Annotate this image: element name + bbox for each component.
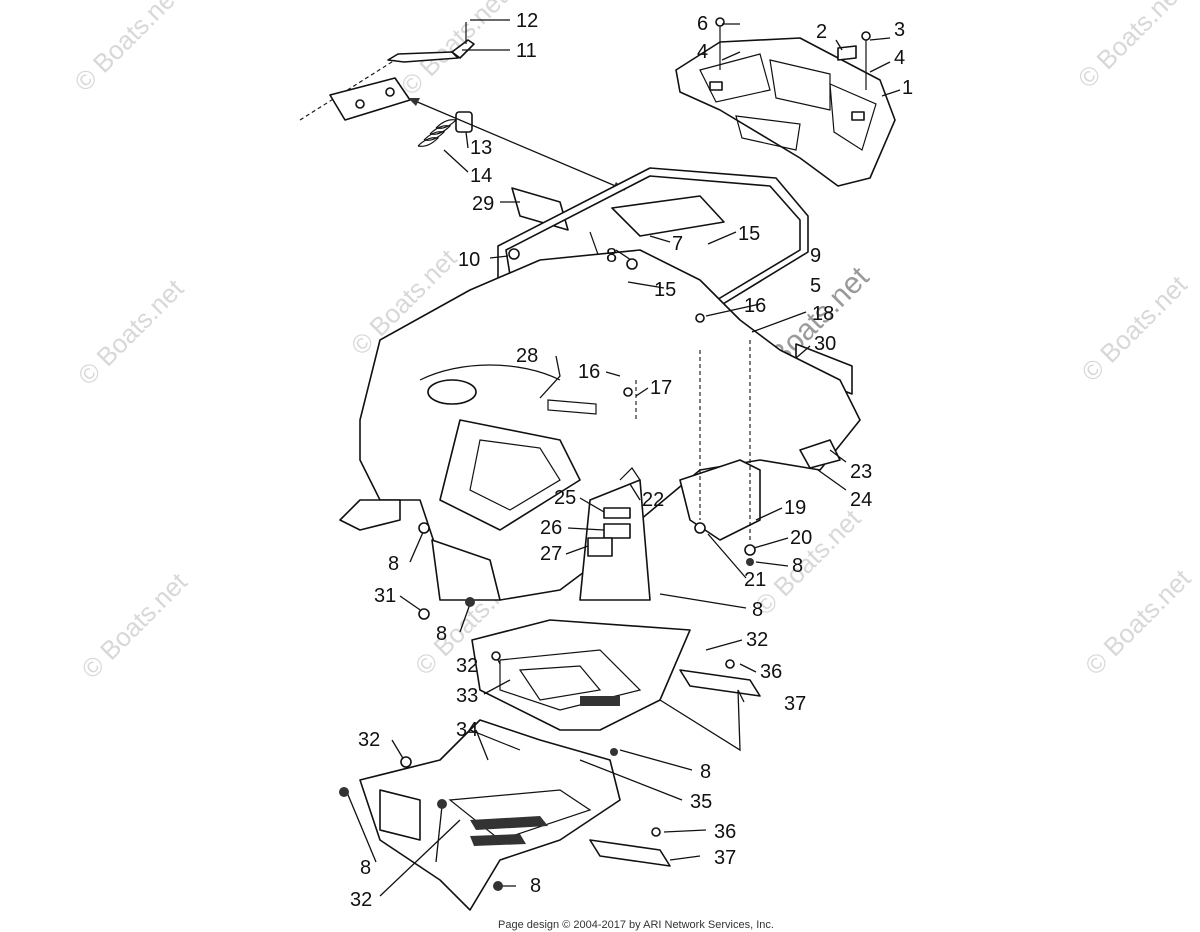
callout-31: 31 <box>374 585 396 607</box>
upper-footwell-part <box>471 619 691 731</box>
latch-pin-part <box>299 22 475 121</box>
spring-part <box>417 111 473 147</box>
callout-25: 25 <box>554 487 576 509</box>
callout-8-right-mid: 8 <box>752 599 763 621</box>
callout-34: 34 <box>456 719 478 741</box>
callout-32-right-upper: 32 <box>746 629 768 651</box>
callout-4-left: 4 <box>697 41 708 63</box>
callout-37-lower: 37 <box>714 847 736 869</box>
callout-22: 22 <box>642 489 664 511</box>
watermark-text: © Boats.net <box>72 273 190 391</box>
arrow-head <box>408 98 420 106</box>
callout-12: 12 <box>516 10 538 32</box>
callout-36-lower: 36 <box>714 821 736 843</box>
callout-32-left-upper: 32 <box>456 655 478 677</box>
callout-26: 26 <box>540 517 562 539</box>
callout-32-left-lower: 32 <box>358 729 380 751</box>
watermark-text: © Boats.net <box>1079 563 1197 681</box>
callout-23: 23 <box>850 461 872 483</box>
watermark-text: © Boats.net <box>75 566 193 684</box>
callout-16-right: 16 <box>744 295 766 317</box>
callout-13: 13 <box>470 137 492 159</box>
callout-8-right-upper: 8 <box>792 555 803 577</box>
watermark-text: © Boats.net <box>68 0 186 97</box>
callout-17: 17 <box>650 377 672 399</box>
watermark-text: © Boats.net <box>749 503 867 621</box>
callout-1: 1 <box>902 77 913 99</box>
callout-28: 28 <box>516 345 538 367</box>
hardware-dots <box>339 248 756 891</box>
callout-29: 29 <box>472 193 494 215</box>
callout-8-left-upper: 8 <box>388 553 399 575</box>
lower-footwell-part <box>359 719 621 911</box>
callout-8-left-lower: 8 <box>360 857 371 879</box>
callout-36-upper: 36 <box>760 661 782 683</box>
callout-18: 18 <box>812 303 834 325</box>
watermark-text: © Boats.net <box>1072 0 1190 94</box>
storage-lid-part <box>675 37 896 187</box>
callout-24: 24 <box>850 489 872 511</box>
callout-7: 7 <box>672 233 683 255</box>
footrest-plate-37b <box>589 839 671 867</box>
callout-30: 30 <box>814 333 836 355</box>
callout-14: 14 <box>470 165 492 187</box>
callout-3: 3 <box>894 19 905 41</box>
callout-2: 2 <box>816 21 827 43</box>
callout-32-bottom: 32 <box>350 889 372 911</box>
callout-8-bottom: 8 <box>530 875 541 897</box>
callout-8-left-mid: 8 <box>436 623 447 645</box>
callout-8-rack: 8 <box>606 245 617 267</box>
footer-credit: Page design © 2004-2017 by ARI Network S… <box>498 919 774 931</box>
callout-4-right: 4 <box>894 47 905 69</box>
callout-27: 27 <box>540 543 562 565</box>
assembly-arrow <box>407 97 626 191</box>
callout-11: 11 <box>516 40 537 62</box>
callout-5: 5 <box>810 275 821 297</box>
callout-10: 10 <box>458 249 480 271</box>
callout-15-upper: 15 <box>738 223 760 245</box>
callout-19: 19 <box>784 497 806 519</box>
leader-lines <box>345 19 901 897</box>
callout-35: 35 <box>690 791 712 813</box>
callout-8-right-lower: 8 <box>700 761 711 783</box>
clip-2 <box>837 45 857 61</box>
footrest-plate-37a <box>679 669 761 697</box>
bolt-6-head <box>715 17 725 27</box>
callout-15-lower: 15 <box>654 279 676 301</box>
callout-21: 21 <box>744 569 766 591</box>
callout-6: 6 <box>697 13 708 35</box>
callout-16-left: 16 <box>578 361 600 383</box>
bolt-3-head <box>861 31 871 41</box>
callout-33: 33 <box>456 685 478 707</box>
watermark-text: © Boats.net <box>1075 269 1193 387</box>
callout-37-upper: 37 <box>784 693 806 715</box>
callout-9: 9 <box>810 245 821 267</box>
callout-labels: 12 11 13 14 29 10 6 4 2 3 4 1 7 15 8 9 5… <box>350 10 913 911</box>
callout-20: 20 <box>790 527 812 549</box>
